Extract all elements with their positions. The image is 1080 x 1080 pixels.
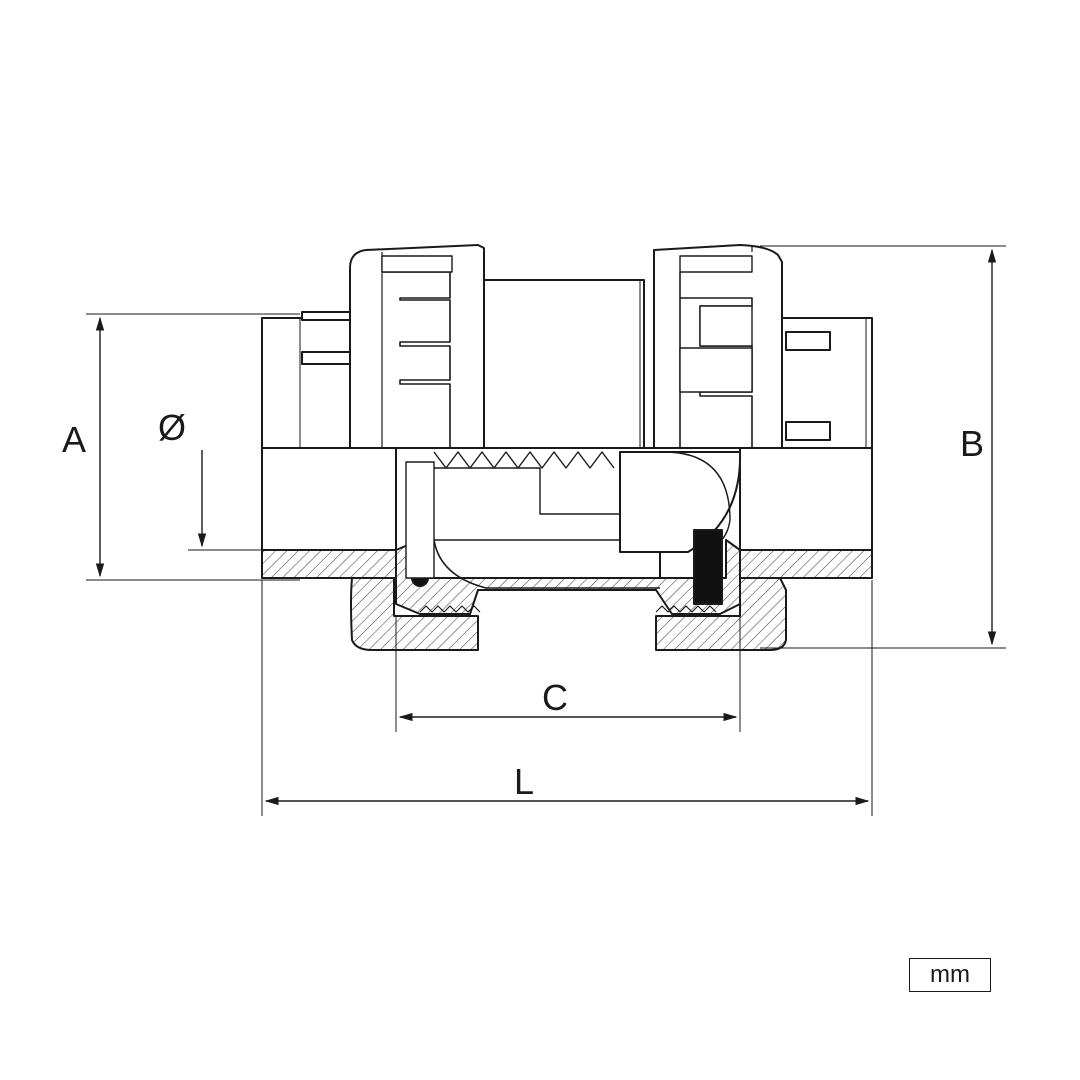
left-end-connector — [261, 311, 351, 449]
spring — [433, 451, 615, 469]
label-diameter: Ø — [158, 407, 186, 448]
right-end-connector — [781, 317, 873, 449]
left-union-nut — [349, 244, 485, 449]
label-a: A — [62, 419, 86, 460]
lower-section-view — [261, 447, 873, 651]
extension-lines — [86, 245, 1006, 816]
center-body-upper — [483, 279, 645, 449]
label-l: L — [514, 761, 534, 802]
right-union-nut — [653, 244, 783, 449]
unit-label: mm — [909, 958, 991, 992]
label-b: B — [960, 423, 984, 464]
label-c: C — [542, 677, 568, 718]
dimension-lines — [95, 248, 997, 806]
